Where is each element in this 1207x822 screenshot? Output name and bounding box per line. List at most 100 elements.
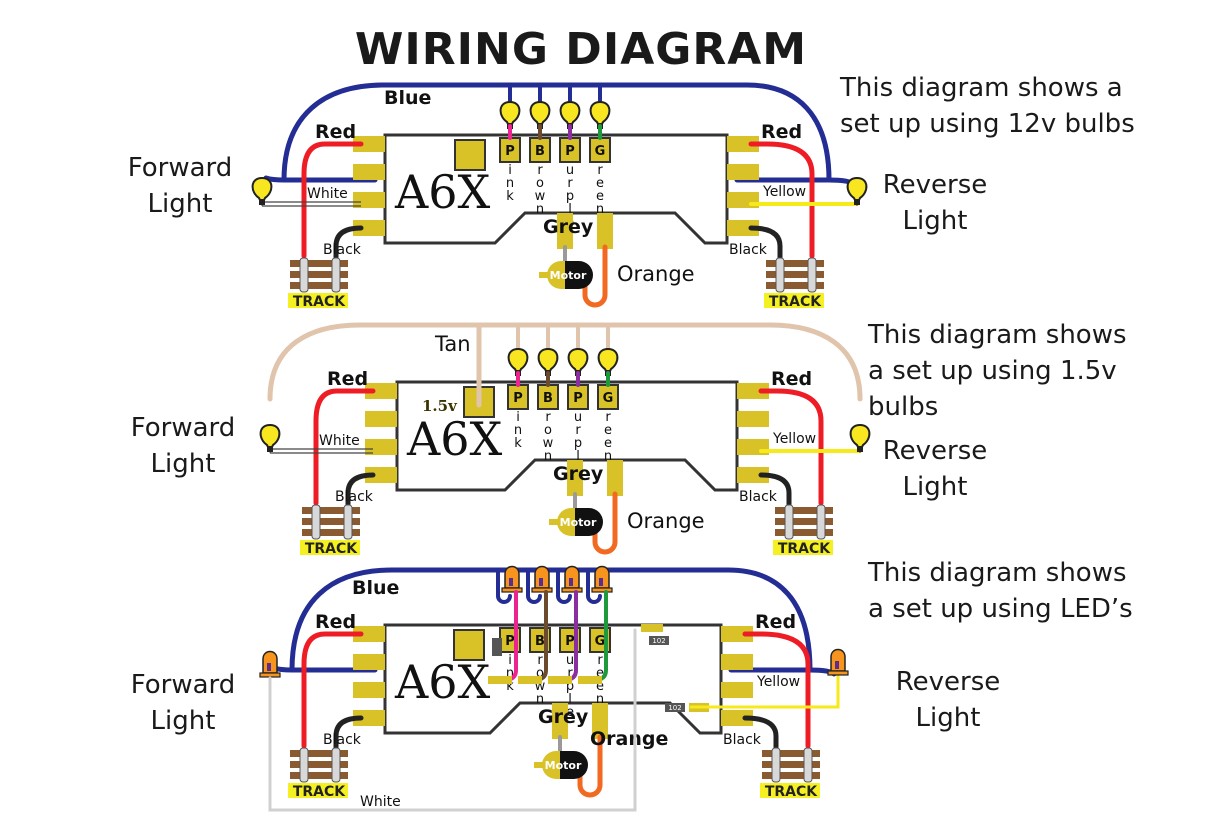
resistor-label: 102: [652, 637, 665, 645]
black-wire-right: [758, 472, 792, 510]
grey-wire-label: Grey: [553, 463, 604, 485]
track-tie: [762, 750, 820, 757]
black-wire-left: [333, 715, 364, 753]
reverse-light-label-line2: Light: [903, 472, 968, 502]
motor-body-right: [565, 261, 593, 289]
orange-wire-label: Orange: [617, 262, 695, 286]
track-tie: [290, 761, 348, 768]
function-name-char-purple: p: [566, 679, 574, 694]
function-name-char-green: e: [596, 189, 604, 204]
led-body: [504, 565, 520, 589]
left-pad-3: [353, 192, 385, 208]
function-name-char-brown: r: [545, 410, 551, 425]
description-line: a set up using LED’s: [868, 594, 1133, 624]
track-tie: [290, 750, 348, 757]
orange-wire-label: Orange: [590, 728, 668, 750]
track-label: TRACK: [769, 294, 822, 310]
bulb-glass: [589, 100, 611, 131]
red-wire-left: [313, 388, 376, 506]
function-name-char-purple: u: [574, 410, 582, 425]
function-name-char-pink: k: [506, 679, 514, 694]
forward-light-bulb: [259, 423, 281, 454]
track-tie: [302, 518, 360, 525]
track-right: TRACK: [760, 747, 820, 800]
track-rail-right: [331, 747, 341, 783]
red-wire-right: [742, 631, 811, 749]
track-rail-right: [807, 257, 817, 293]
orange-wire: [577, 734, 603, 798]
left-pad-4: [353, 710, 385, 726]
red-wire-left-label: Red: [315, 611, 356, 633]
track-rail-left: [299, 747, 309, 783]
function-pad-letter-brown: B: [535, 144, 545, 159]
black-wire-left-label: Black: [323, 242, 362, 258]
function-name-char-brown: w: [543, 436, 554, 451]
right-pad-1: [727, 136, 759, 152]
regulator-label: 1.5v: [422, 397, 458, 415]
bulb-glass: [849, 423, 871, 454]
track-label-bg: [760, 783, 820, 798]
track-label-bg: [300, 540, 360, 555]
red-wire-left: [301, 141, 364, 259]
track-label: TRACK: [778, 541, 831, 557]
track-label: TRACK: [305, 541, 358, 557]
track-label-bg: [764, 293, 824, 308]
forward-light-label-line1: Forward: [128, 153, 233, 183]
function-name-char-purple: e: [566, 705, 574, 720]
bulb-glass: [499, 100, 521, 131]
blue-wire-label: Blue: [352, 577, 399, 599]
bulb-base: [857, 446, 863, 452]
white-wire: [270, 448, 373, 454]
bulb-glass: [567, 347, 589, 378]
reverse-light-bulb: [849, 423, 871, 454]
led-body: [594, 565, 610, 589]
red-wire-right: [748, 141, 815, 259]
track-right: TRACK: [764, 257, 824, 310]
left-pad-2: [365, 411, 397, 427]
function-name-char-purple: u: [566, 653, 574, 668]
function-name-char-pink: n: [506, 176, 514, 191]
function-name-char-green: r: [597, 163, 603, 178]
track-tie: [762, 772, 820, 779]
track-rail-right: [331, 257, 341, 293]
led-rim: [531, 587, 553, 593]
track-left: TRACK: [288, 747, 348, 800]
forward-light-label-line2: Light: [151, 706, 216, 736]
black-wire-left-label: Black: [335, 489, 374, 505]
function-name-char-brown: n: [536, 202, 544, 217]
track-rail-left: [784, 504, 794, 540]
led-rim: [561, 587, 583, 593]
led-die: [509, 578, 513, 586]
blue-wire-label: Blue: [384, 87, 431, 109]
motor-shaft: [534, 762, 546, 768]
white-wire: [268, 628, 637, 812]
resistor-white: 102: [649, 636, 669, 645]
right-pad-3: [721, 682, 753, 698]
reverse-light-bulb: [846, 176, 868, 207]
left-pad-1: [353, 626, 385, 642]
reverse-light-label-line1: Reverse: [883, 436, 988, 466]
reverse-light-label-line1: Reverse: [883, 170, 988, 200]
led-rim: [259, 672, 281, 678]
function-name-char-purple: r: [575, 423, 581, 438]
description-line: bulbs: [868, 392, 938, 422]
blue-loop-purple: [556, 568, 572, 604]
motor-body-right: [575, 508, 603, 536]
track-rail-right: [343, 504, 353, 540]
led-green: [591, 565, 613, 593]
left-pad-3: [353, 682, 385, 698]
black-wire-right: [742, 715, 779, 753]
common-pad: [453, 629, 485, 661]
function-name-char-green: e: [596, 176, 604, 191]
bulb-glass: [529, 100, 551, 131]
motor-label: Motor: [560, 516, 597, 529]
led-pink: [501, 565, 523, 593]
red-wire-left-label: Red: [327, 368, 368, 390]
yellow-wire-label: Yellow: [762, 184, 806, 200]
white-wire-label: White: [360, 794, 401, 810]
track-tie: [302, 529, 360, 536]
function-name-char-pink: n: [506, 666, 514, 681]
function-pad-letter-purple: P: [565, 634, 575, 649]
